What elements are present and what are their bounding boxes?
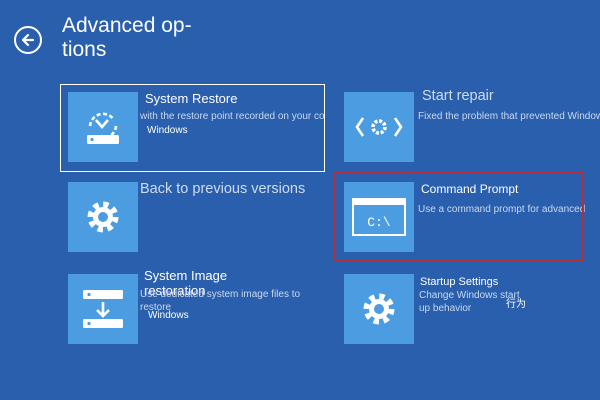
tile-extra-text: Windows [147,125,188,136]
tile-title: Back to previous versions [140,181,306,197]
system-image-icon [68,274,138,344]
gear-icon [68,182,138,252]
tile-description: Use a command prompt for advanced [418,204,586,215]
tile-system-image-restoration[interactable]: System Image restoration Use dedicated s… [60,266,325,354]
tile-description: with the restore point recorded on your … [140,111,324,122]
tile-title: Command Prompt [421,182,519,196]
page-title: Advanced op- tions [62,14,192,61]
tile-system-restore[interactable]: System Restore with the restore point re… [60,84,325,172]
system-restore-icon [68,92,138,162]
tile-startup-settings[interactable]: Startup Settings Change Windows start up… [336,266,600,354]
back-arrow-icon [21,33,35,47]
tile-title: System Restore [145,91,238,106]
tile-description: Use dedicated system image files to rest… [140,289,301,313]
tile-start-repair[interactable]: Start repair Fixed the problem that prev… [336,84,600,172]
tile-command-prompt[interactable]: C:\ Command Prompt Use a command prompt … [336,174,600,262]
back-button[interactable] [14,26,42,54]
tile-extra-text: 行为 [506,299,526,310]
tile-title: System Image restoration [144,268,228,298]
code-brackets-gear-icon [344,92,414,162]
command-prompt-icon: C:\ [344,182,414,252]
tile-title: Startup Settings [420,276,499,288]
tile-back-to-previous-versions[interactable]: Back to previous versions [60,174,325,262]
tile-description: Fixed the problem that prevented Windows [418,111,600,122]
tile-description: Change Windows start up behavior [419,290,520,314]
tile-title: Start repair [422,88,494,104]
gear-icon [344,274,414,344]
prompt-text: C:\ [367,215,391,230]
tile-extra-text: Windows [148,310,189,321]
